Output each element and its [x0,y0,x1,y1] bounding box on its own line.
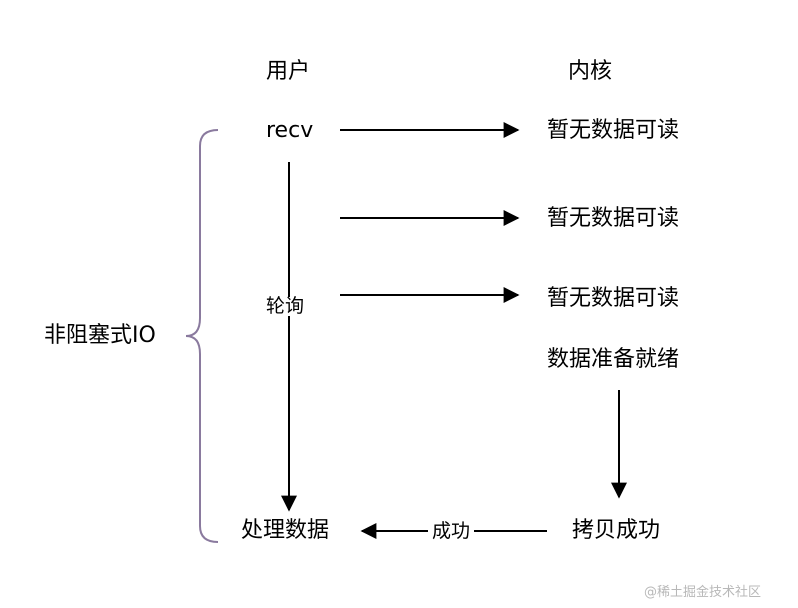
success-arrow-label: 成功 [428,522,475,541]
user-column-header: 用户 [266,59,311,84]
kernel-no-data-3: 暂无数据可读 [547,286,680,311]
kernel-column-header: 内核 [568,59,613,84]
watermark: @稀土掘金技术社区 [644,585,762,600]
kernel-no-data-2: 暂无数据可读 [547,206,680,231]
recv-label: recv [266,118,314,143]
poll-label: 轮询 [262,297,309,316]
kernel-copy-success: 拷贝成功 [572,518,661,543]
bracket-label: 非阻塞式IO [44,323,156,348]
kernel-data-ready: 数据准备就绪 [547,347,680,372]
kernel-no-data-1: 暂无数据可读 [547,118,680,143]
process-data-label: 处理数据 [241,518,330,543]
io-bracket [185,129,219,543]
